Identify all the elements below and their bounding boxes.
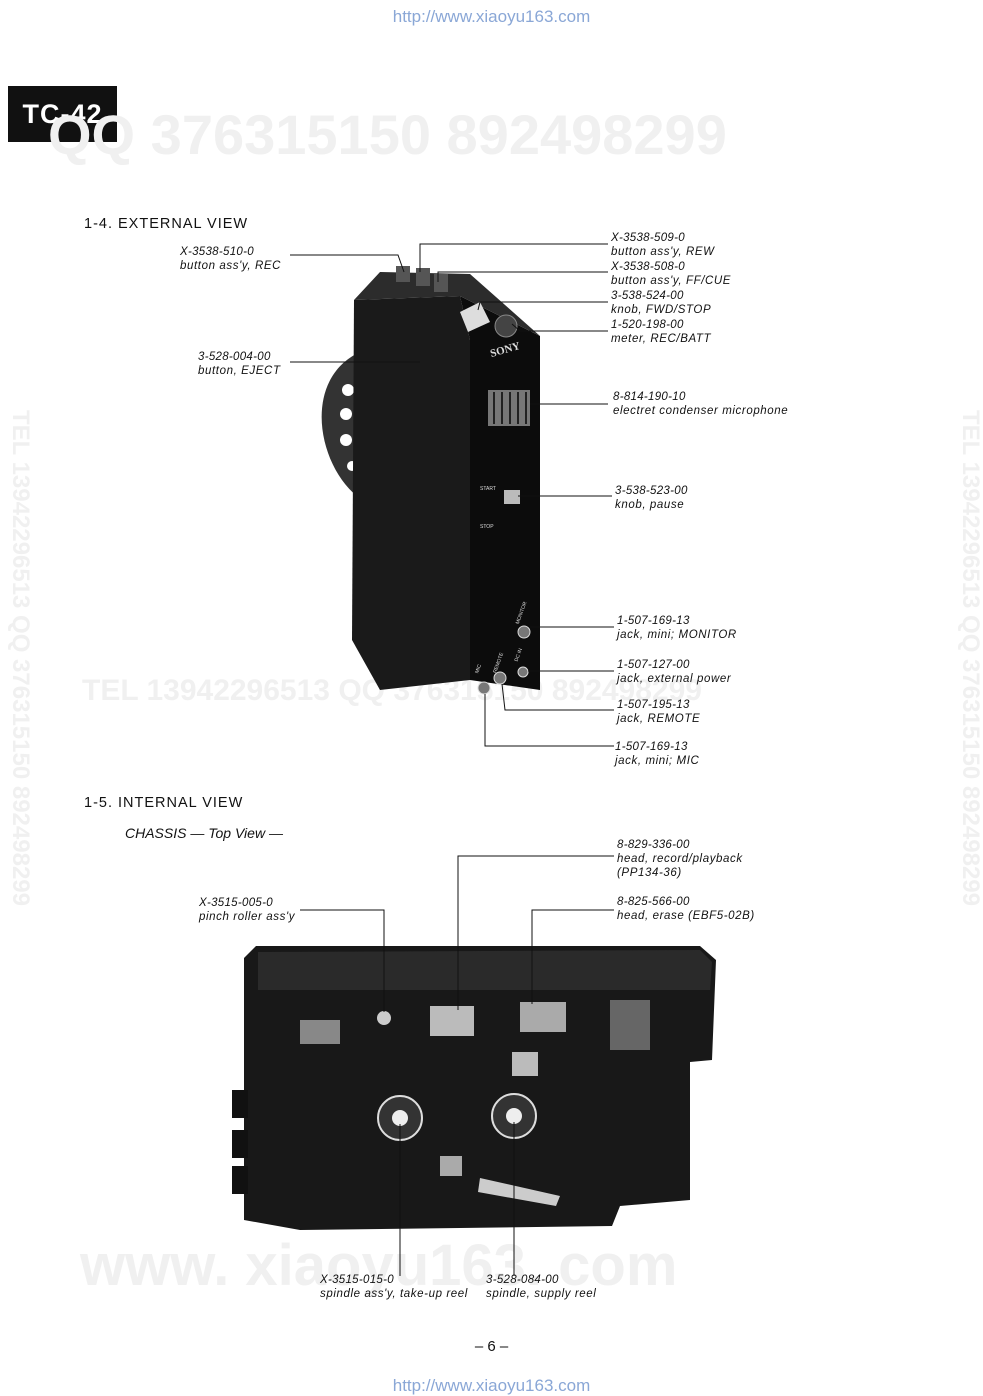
mic-jack-shape bbox=[477, 681, 491, 695]
source-url-top[interactable]: http://www.xiaoyu163.com bbox=[392, 7, 591, 26]
reel-hole bbox=[340, 434, 352, 446]
take-up-spindle-hub bbox=[392, 1110, 408, 1126]
stop-label: STOP bbox=[480, 524, 494, 530]
page-number: – 6 – bbox=[474, 1338, 509, 1355]
external-leader-lines bbox=[290, 243, 614, 747]
reel-hole bbox=[342, 384, 354, 396]
rew-button-shape bbox=[416, 268, 430, 286]
pinch-roller-shape bbox=[377, 1011, 391, 1025]
internal-view-heading: 1-5. INTERNAL VIEW bbox=[84, 795, 244, 811]
erase-head-shape bbox=[520, 1002, 566, 1032]
external-view-heading: 1-4. EXTERNAL VIEW bbox=[84, 216, 249, 232]
source-url-bottom[interactable]: http://www.xiaoyu163.com bbox=[392, 1376, 591, 1395]
watermark-top: QQ 376315150 892498299 bbox=[48, 103, 727, 166]
remote-jack-shape bbox=[493, 671, 507, 685]
chassis-top-edge bbox=[258, 950, 712, 990]
meter-shape bbox=[494, 314, 518, 338]
rec-button-shape bbox=[396, 266, 410, 282]
record-head-shape bbox=[430, 1006, 474, 1036]
dc-in-jack-shape bbox=[517, 666, 529, 678]
mechanism-part bbox=[610, 1000, 650, 1050]
mechanism-part bbox=[440, 1156, 462, 1176]
fwd-stop-knob-shape bbox=[460, 302, 490, 332]
mechanism-arm bbox=[478, 1178, 560, 1206]
internal-view-subheading: CHASSIS — Top View — bbox=[125, 825, 283, 841]
side-connector bbox=[232, 1166, 248, 1194]
side-connector bbox=[232, 1130, 248, 1158]
mechanism-part bbox=[512, 1052, 538, 1076]
side-connector bbox=[232, 1090, 248, 1118]
reel-hole bbox=[340, 408, 352, 420]
chassis-body bbox=[244, 946, 716, 1230]
supply-spindle-hub bbox=[506, 1108, 522, 1124]
monitor-jack-shape bbox=[517, 625, 531, 639]
model-badge: TC-42 bbox=[8, 86, 117, 142]
mechanism-part bbox=[300, 1020, 340, 1044]
start-label: START bbox=[480, 486, 496, 492]
device-body-side bbox=[352, 296, 470, 690]
pause-knob-shape bbox=[504, 490, 520, 504]
internal-leader-lines bbox=[300, 855, 614, 1276]
watermark-bottom: www. xiaoyu163. com bbox=[80, 1233, 678, 1298]
device-top bbox=[354, 272, 540, 336]
